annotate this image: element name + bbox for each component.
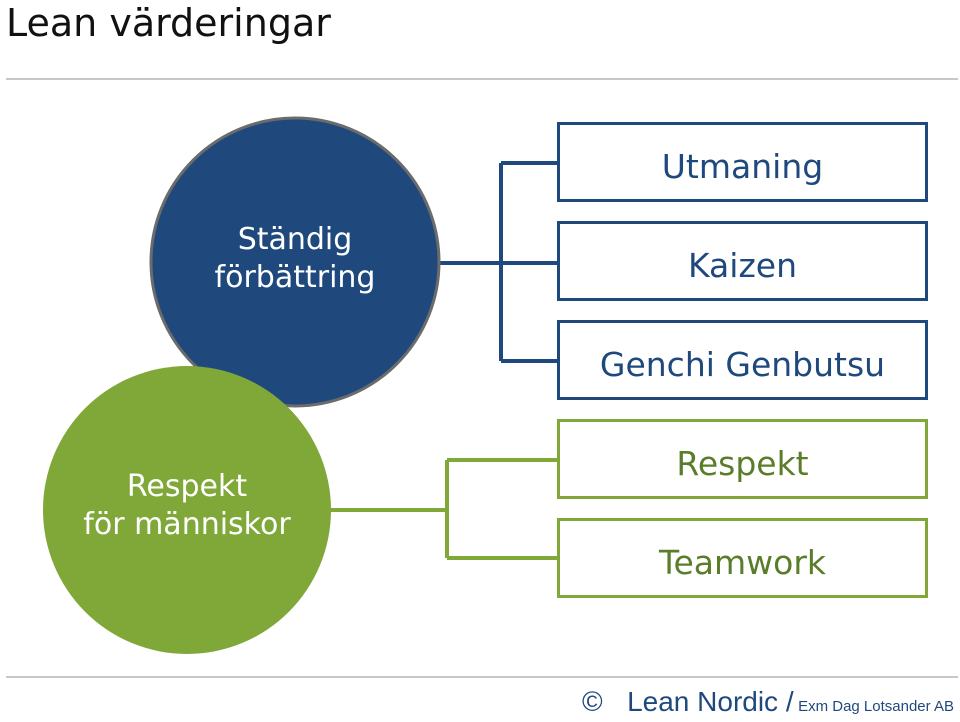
bottom-divider	[6, 676, 958, 678]
continuous-improvement-line2: förbättring	[214, 260, 376, 295]
top-divider	[6, 78, 958, 80]
continuous-improvement-label: Ständig förbättring	[175, 221, 415, 297]
blue-connectors	[438, 161, 557, 363]
continuous-improvement-circle	[149, 116, 441, 408]
value-box-genchi-genbutsu: Genchi Genbutsu	[557, 320, 928, 400]
continuous-improvement-line1: Ständig	[237, 222, 353, 257]
respect-for-people-circle	[43, 366, 331, 654]
slide-title: Lean värderingar	[6, 1, 331, 45]
footer-company: Lean Nordic /	[627, 686, 794, 717]
value-box-utmaning: Utmaning	[557, 122, 928, 202]
value-box-kaizen: Kaizen	[557, 221, 928, 301]
respect-for-people-label: Respekt för människor	[47, 468, 327, 544]
respect-for-people-line1: Respekt	[126, 469, 248, 504]
footer-credit: © Lean Nordic / Exm Dag Lotsander AB	[582, 686, 954, 718]
value-box-teamwork: Teamwork	[557, 518, 928, 598]
respect-for-people-line2: för människor	[83, 507, 291, 542]
green-connectors	[328, 458, 557, 560]
value-box-respekt: Respekt	[557, 419, 928, 499]
copyright-symbol: ©	[581, 686, 603, 717]
footer-credit-text: Exm Dag Lotsander AB	[798, 698, 954, 715]
